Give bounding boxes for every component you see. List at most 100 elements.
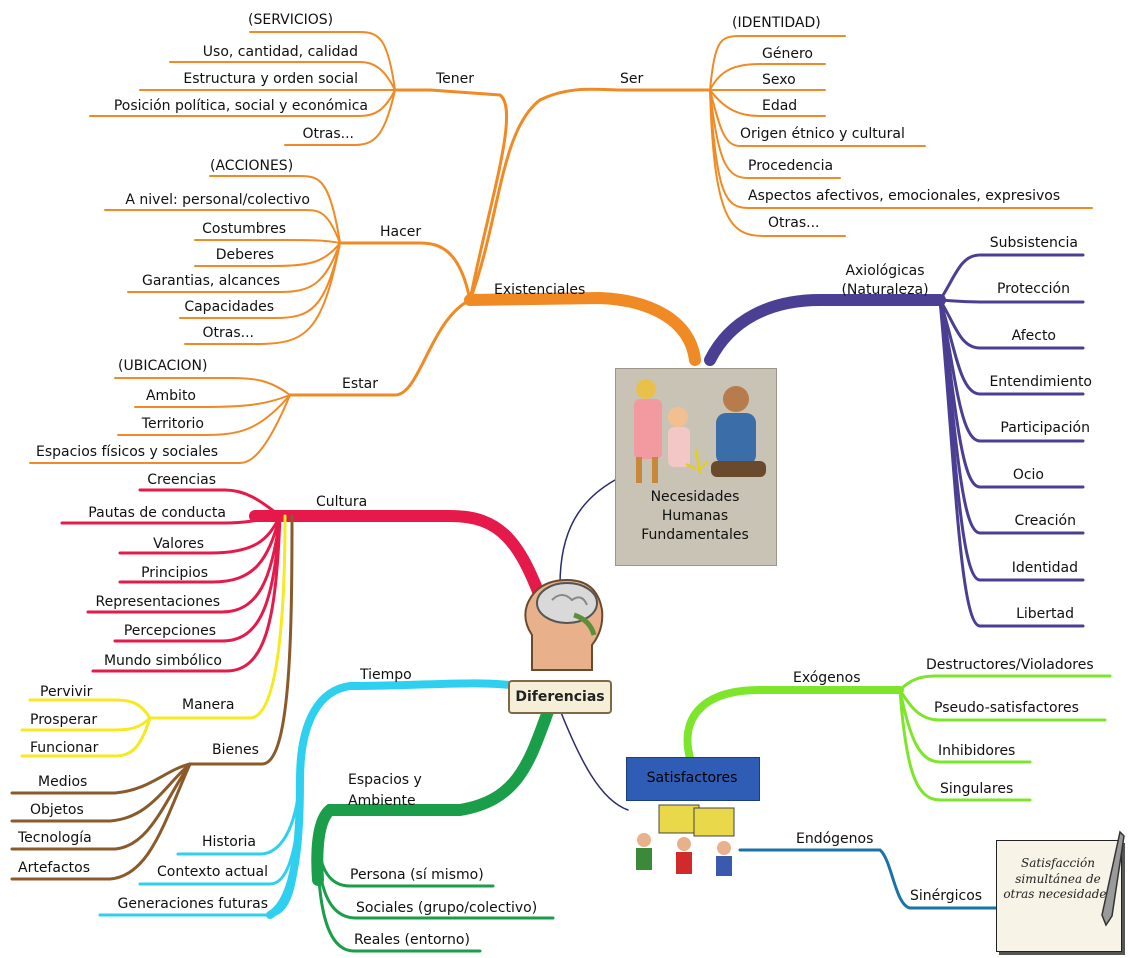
hacer-item: Capacidades	[184, 299, 274, 315]
tener-item: Posición política, social y económica	[113, 98, 368, 114]
center-to-diferencias-connector	[559, 479, 616, 586]
ser-item: Género	[762, 46, 813, 62]
manera-item: Prosperar	[30, 712, 98, 728]
hacer-leaf	[209, 175, 341, 244]
bienes-leaf	[10, 762, 192, 795]
hacer-item: Otras...	[202, 325, 255, 341]
ser-leaf	[709, 89, 926, 147]
center-line-3: Fundamentales	[641, 526, 749, 543]
espacios-label-line-1: Espacios y	[348, 772, 422, 788]
axiologicas-label-line-1: Axiológicas	[845, 263, 925, 279]
center-line-1: Necesidades	[650, 489, 740, 505]
axiologicas-item: Entendimiento	[989, 374, 1092, 390]
ser-header: (IDENTIDAD)	[732, 15, 821, 31]
exogenos-trunk	[683, 686, 904, 762]
axiologicas-leaf	[938, 298, 1085, 350]
hacer-leaf	[194, 242, 341, 267]
axiologicas-leaf	[938, 298, 1085, 396]
hacer-leaf	[194, 239, 341, 244]
hacer-leaf	[127, 242, 341, 293]
ser-branch	[468, 87, 622, 302]
cultura-item: Valores	[153, 536, 204, 552]
hacer-item: Deberes	[215, 247, 274, 263]
tiempo-item: Historia	[202, 834, 256, 850]
hacer-item: Costumbres	[202, 221, 286, 237]
manera-leaf	[28, 698, 152, 720]
bienes-item: Medios	[38, 774, 88, 790]
cultura-leaf	[91, 514, 282, 673]
tener-leaf	[249, 31, 396, 91]
hacer-item: Garantias, alcances	[141, 273, 280, 289]
axiologicas-item: Identidad	[1011, 560, 1078, 576]
tener-branch	[428, 88, 508, 302]
manera-branch	[148, 514, 287, 720]
estar-branch	[288, 298, 472, 397]
sinergicos-label: Sinérgicos	[910, 888, 983, 904]
cultura-item: Pautas de conducta	[88, 505, 226, 521]
cultura-item: Percepciones	[123, 623, 216, 639]
axiologicas-leaf	[938, 298, 1085, 304]
exogenos-item: Destructores/Violadores	[926, 657, 1094, 673]
tener-leaf	[89, 89, 396, 117]
tener-header: (SERVICIOS)	[248, 12, 334, 28]
hacer-header: (ACCIONES)	[210, 158, 294, 174]
tener-leaf	[284, 89, 396, 146]
cultura-leaf	[138, 488, 282, 518]
bienes-item: Objetos	[30, 802, 84, 818]
cultura-item: Mundo simbólico	[103, 653, 222, 669]
ser-leaf	[709, 63, 826, 91]
tiempo-label: Tiempo	[360, 667, 412, 683]
axiologicas-item: Creación	[1014, 513, 1076, 529]
synergy-note-text: Satisfacción simultánea de otras necesid…	[1003, 856, 1113, 902]
ser-item: Sexo	[762, 72, 796, 88]
axiologicas-leaf	[938, 253, 1085, 302]
axiologicas-label: Axiológicas (Naturaleza)	[830, 262, 940, 300]
espacios-label-line-2: Ambiente	[348, 793, 416, 809]
bienes-leaf	[10, 762, 192, 851]
hacer-leaf	[184, 242, 341, 345]
cultura-leaf	[118, 514, 282, 584]
estar-label: Estar	[342, 376, 378, 392]
bienes-item: Artefactos	[18, 860, 90, 876]
axiologicas-label-line-2: (Naturaleza)	[841, 281, 929, 298]
brain-head-icon	[524, 578, 604, 671]
tiempo-leaf	[138, 798, 302, 886]
ser-leaf	[709, 35, 846, 91]
tiempo-item: Contexto actual	[157, 864, 268, 880]
estar-item: Territorio	[141, 416, 204, 432]
hacer-item: A nivel: personal/colectivo	[125, 192, 310, 208]
ser-leaf	[709, 89, 846, 237]
espacios-leaf	[316, 858, 482, 953]
manera-leaf	[20, 716, 152, 732]
ser-leaf	[709, 89, 841, 179]
exogenos-item: Singulares	[940, 781, 1014, 797]
tener-item: Otras...	[302, 126, 355, 142]
estar-leaf	[134, 394, 291, 408]
ser-item: Aspectos afectivos, emocionales, expresi…	[748, 188, 1061, 204]
estar-item: Ambito	[145, 388, 196, 404]
tener-item: Estructura y orden social	[183, 71, 358, 87]
ser-leaf	[709, 89, 826, 117]
manera-item: Pervivir	[40, 684, 93, 700]
ser-item: Origen étnico y cultural	[740, 126, 905, 142]
exogenos-leaf	[898, 688, 1032, 802]
axiologicas-trunk	[704, 294, 946, 366]
axiologicas-leaf	[938, 298, 1085, 628]
hacer-branch	[338, 241, 472, 302]
estar-leaf	[114, 377, 291, 396]
manera-label: Manera	[182, 697, 235, 713]
espacios-item: Sociales (grupo/colectivo)	[356, 900, 538, 916]
axiologicas-item: Subsistencia	[989, 235, 1078, 251]
ser-item: Otras...	[768, 215, 820, 231]
cultura-trunk	[249, 510, 551, 616]
hacer-leaf	[104, 209, 341, 244]
exogenos-leaf	[898, 688, 1032, 764]
estar-item: Espacios físicos y sociales	[36, 444, 219, 460]
cultura-item: Principios	[141, 565, 208, 581]
manera-item: Funcionar	[30, 740, 99, 756]
estar-leaf	[117, 394, 291, 436]
children-illustration-icon	[634, 379, 766, 483]
espacios-item: Reales (entorno)	[354, 932, 470, 948]
center-node-image-frame	[615, 368, 777, 566]
bienes-label: Bienes	[212, 742, 259, 758]
